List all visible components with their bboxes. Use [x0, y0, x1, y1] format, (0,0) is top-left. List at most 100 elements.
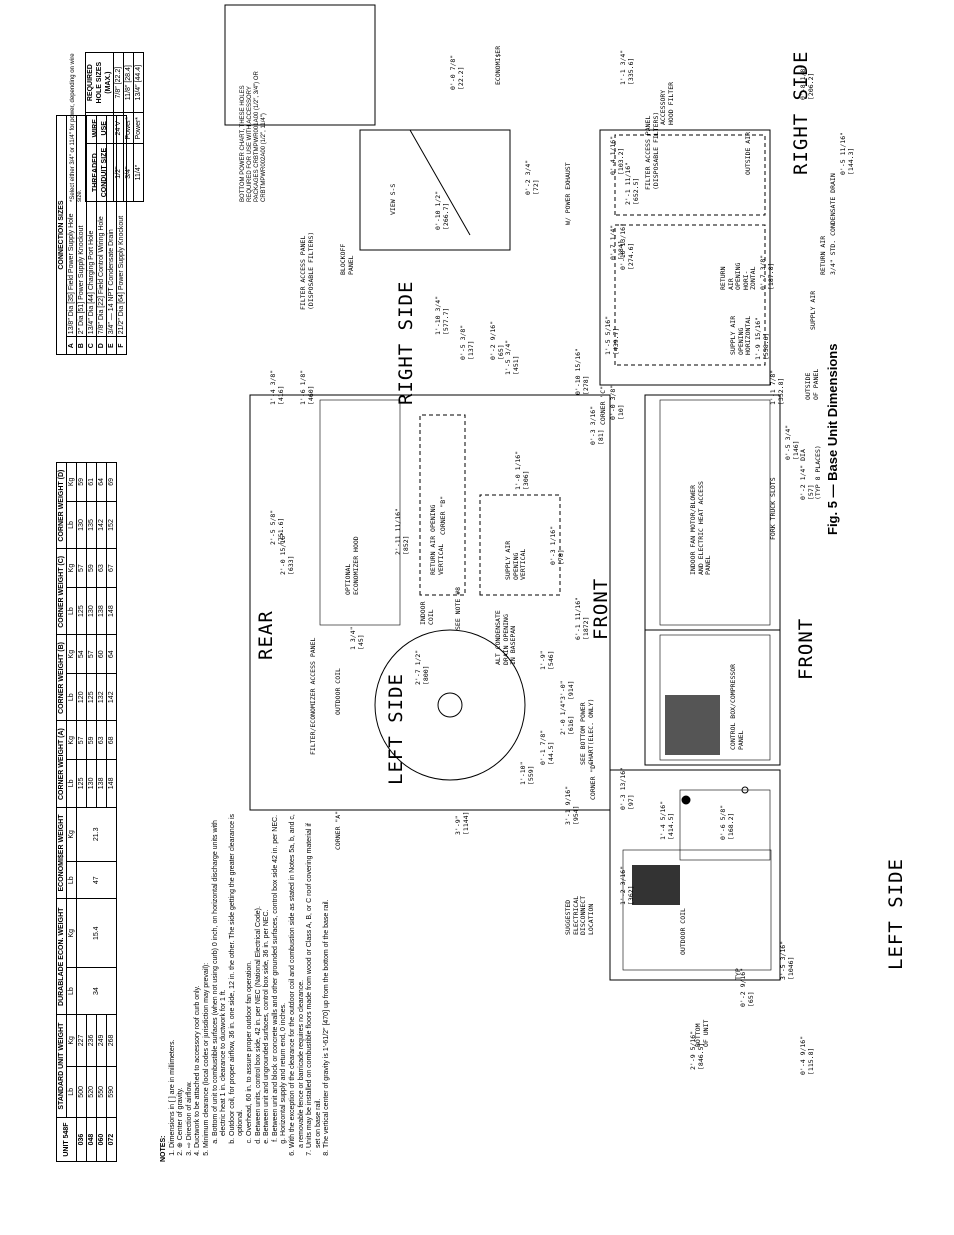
left-coil-grille — [632, 865, 680, 905]
label-indoor-fan: INDOOR FAN MOTOR/BLOWER AND ELECTRIC HEA… — [689, 481, 712, 575]
title-front: FRONT — [795, 617, 817, 680]
dim: TYP — [734, 968, 742, 980]
dim: 0'-7 3/8" [187.8] — [759, 254, 775, 290]
return-air-horizontal — [614, 134, 766, 216]
label-outdoor-coil: OUTDOOR COIL — [679, 908, 687, 955]
dim: 1'-0 1/16" [306] — [514, 450, 530, 490]
label-economiser: ECONOMI$ER — [494, 45, 502, 85]
supply-air-horizontal — [614, 224, 766, 366]
dim: 0'-1 7/8" [44.5] — [539, 729, 555, 765]
label-filter-access: FILTER ACCESS PANEL (DISPOSABLE FILTERS) — [299, 231, 315, 310]
title-rear: REAR — [255, 610, 277, 660]
dim: 1'-9" [546] — [539, 650, 555, 670]
dim: 2'-9 5/16" [846.5] — [689, 1030, 705, 1070]
dim: 0'-4 9/16" [115.8] — [799, 1035, 815, 1075]
dim: 0'-10 15/16" [278] — [574, 348, 590, 395]
fan-hub — [437, 692, 463, 718]
label-return-air: RETURN AIR — [819, 235, 827, 275]
label-outside-panel: OUTSIDE OF PANEL — [804, 368, 820, 400]
front-view-outline — [644, 394, 781, 766]
front-fan-panel — [659, 399, 771, 626]
dim: 0'-5 3/4" [146] — [784, 424, 800, 460]
dim: 3'-1 9/16" [954] — [564, 785, 580, 825]
dim: 6'-1 11/16" [1872] — [574, 596, 590, 640]
figure-caption: Fig. 5 — Base Unit Dimensions — [825, 343, 840, 535]
dim: 0'-3 1/16" [78] — [549, 525, 565, 565]
supply-air-vertical — [479, 494, 561, 596]
dim: 3'-5 3/16" [1046] — [779, 940, 795, 980]
outdoor-fan-circle — [374, 629, 526, 781]
dim: 0'-10 13/16" [274.6] — [619, 223, 635, 270]
label-hood-filter: ACCESSORY HOOD FILTER — [659, 81, 675, 125]
label-corner-d: CORNER "D" — [589, 760, 597, 800]
view-s-outline — [359, 129, 511, 251]
label-outside-air: OUTSIDE AIR — [744, 131, 752, 175]
label-fork-truck: FORK TRUCK SLOTS — [769, 477, 777, 540]
title-left-side: LEFT SIDE — [885, 858, 907, 970]
dim: 2'-0 1/4" [616] — [559, 699, 575, 735]
dim: 1'-5 5/16" [439.7] — [604, 315, 620, 355]
dim: 0'-3 13/16" [97] — [619, 766, 635, 810]
dim: 0'-4 1/16" [103.2] — [609, 135, 625, 175]
dim: 2'-11 11/16" [852] — [394, 508, 410, 555]
dim: 2'-0 15/16" [633] — [279, 531, 295, 575]
label-supply-vertical: SUPPLY AIR OPENING VERTICAL — [504, 540, 527, 580]
label-filter-panel: FILTER ACCESS PANEL (DISPOSABLE FILTERS) — [644, 111, 660, 190]
dim: 1'-4 5/16" [414.5] — [659, 800, 675, 840]
dim: 1'-10 3/4" [577.7] — [434, 295, 450, 335]
label-return-horizontal: RETURN AIR OPENING HORI- ZONTAL — [719, 262, 757, 290]
right-view-outline — [599, 129, 771, 386]
econ-hood-outline — [319, 399, 401, 626]
dim: 0'-2 3/4" [72] — [524, 159, 540, 195]
dim: 1'-1 7/8" [352.8] — [769, 369, 785, 405]
dim: 2'-1 11/16" [652.5] — [624, 161, 640, 205]
dim: 0'-3 3/16" [81] — [589, 405, 605, 445]
control-hole-d — [741, 786, 749, 794]
title-top-front: FRONT — [590, 577, 612, 640]
dim: 0'-8 1/8" [206.2] — [799, 64, 815, 100]
view-s-diag — [409, 129, 471, 236]
label-see-note: SEE NOTE #8 — [454, 586, 462, 630]
label-view-s: VIEW S-S — [389, 183, 397, 215]
front-grille — [665, 695, 720, 755]
dim: 1'-2 3/16" [362] — [619, 865, 635, 905]
label-corner-b: CORNER "B" — [439, 495, 447, 535]
dim: 3'-0" [914] — [559, 680, 575, 700]
dim: 1'-4 3/8" [416] — [269, 369, 285, 405]
dim: 0'-10 1/2" [266.7] — [434, 190, 450, 230]
label-blockoff: BLOCKOFF PANEL — [339, 243, 355, 275]
label-disconnect: SUGGESTED ELECTRICAL DISCONNECT LOCATION — [564, 895, 595, 935]
label-std-drain: 3/4" STD. CONDENSATE DRAIN — [829, 173, 837, 275]
dim: 0'-2 9/16" [65] — [489, 320, 505, 360]
dim: 0'-5 11/16" [144.3] — [839, 131, 855, 175]
label-control-box: CONTROL BOX/COMPRESSOR PANEL — [729, 663, 745, 750]
dim: 1'-6 1/8" [460] — [299, 369, 315, 405]
dim: 1 3/4" [45] — [349, 626, 365, 650]
dim: 0'-0 3/8" [10] — [609, 384, 625, 420]
dim: 1'-10" [559] — [519, 761, 535, 785]
label-alt-drain: ALT CONDENSATE DRAIN OPENING IN BASEPAN — [494, 610, 517, 665]
title-top-right-side: RIGHT SIDE — [395, 280, 417, 405]
dim: 0'-0 7/8" [22.2] — [449, 54, 465, 90]
label-power-exhaust: W/ POWER EXHAUST — [564, 162, 572, 225]
label-optional-hood: OPTIONAL ECONOMIZER HOOD — [344, 536, 360, 595]
dim: 0'-6 5/8" [168.2] — [719, 804, 735, 840]
dim: 2'-7 1/2" [800] — [414, 649, 430, 685]
dim: 0'-5 3/8" [137] — [459, 324, 475, 360]
label-outdoor-coil-top: OUTDOOR COIL — [334, 668, 342, 715]
dim: 1'-5 3/4" [451] — [504, 339, 520, 375]
label-indoor-coil: INDOOR COIL — [419, 601, 435, 625]
label-dia: 0'-2 1/4" DIA [57] (TYP 8 PLACES) — [799, 445, 822, 500]
label-bottom-power: SEE BOTTOM POWER CHART(ELEC. ONLY) — [579, 698, 595, 765]
dim: 3'-9" [1144] — [454, 811, 470, 835]
front-control-panel — [659, 634, 771, 761]
label-corner-a: CORNER "A" — [334, 810, 342, 850]
left-control-panel — [679, 789, 771, 861]
power-hole-a — [681, 795, 691, 805]
left-view-outline — [609, 769, 781, 981]
econ-side-outline — [224, 4, 376, 126]
label-supply-air: SUPPLY AIR — [809, 290, 817, 330]
